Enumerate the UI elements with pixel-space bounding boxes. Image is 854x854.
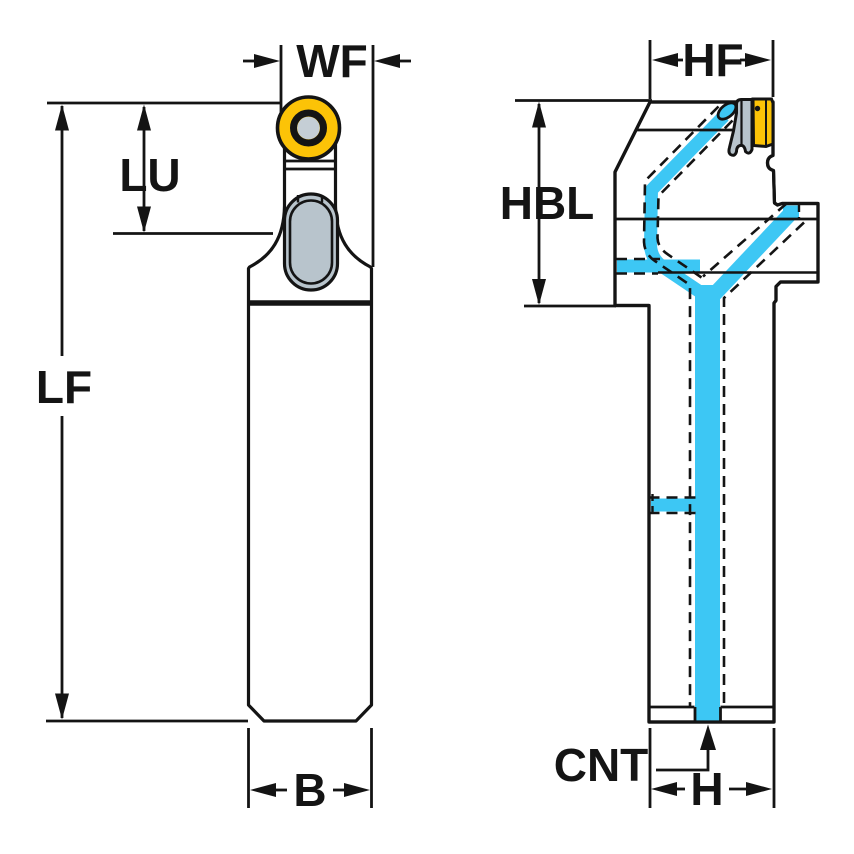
h-label: H — [690, 763, 723, 815]
front-view: WF LU LF B — [36, 35, 411, 816]
dimension-lu: LU — [119, 104, 181, 233]
dimension-h: H — [648, 728, 776, 815]
side-insert-body — [751, 97, 775, 149]
dimension-hbl: HBL — [500, 99, 652, 308]
dimension-b: B — [247, 728, 373, 816]
coolant-dashed-borders — [616, 105, 805, 707]
side-insert — [751, 97, 775, 149]
round-insert — [275, 95, 342, 161]
clamp-outer — [282, 192, 340, 292]
side-insert-dot — [754, 105, 761, 112]
b-label: B — [293, 764, 326, 816]
cnt-label: CNT — [554, 739, 649, 791]
dimension-wf: WF — [243, 35, 411, 267]
lu-label: LU — [119, 149, 180, 201]
side-view: HF HBL CNT H — [500, 34, 820, 815]
wf-label: WF — [296, 35, 368, 87]
hf-label: HF — [682, 34, 743, 86]
annotation-cnt: CNT — [554, 724, 716, 791]
coolant-boss-channel — [703, 206, 798, 306]
clamp-inner — [288, 199, 334, 285]
side-body-outline — [613, 100, 820, 724]
hbl-label: HBL — [500, 177, 595, 229]
lf-label: LF — [36, 361, 92, 413]
insert-ring — [290, 109, 327, 147]
dimension-lf: LF — [36, 104, 92, 720]
dimension-hf: HF — [648, 34, 775, 99]
insert-center — [297, 116, 320, 140]
coolant-boss-entry — [783, 205, 799, 219]
